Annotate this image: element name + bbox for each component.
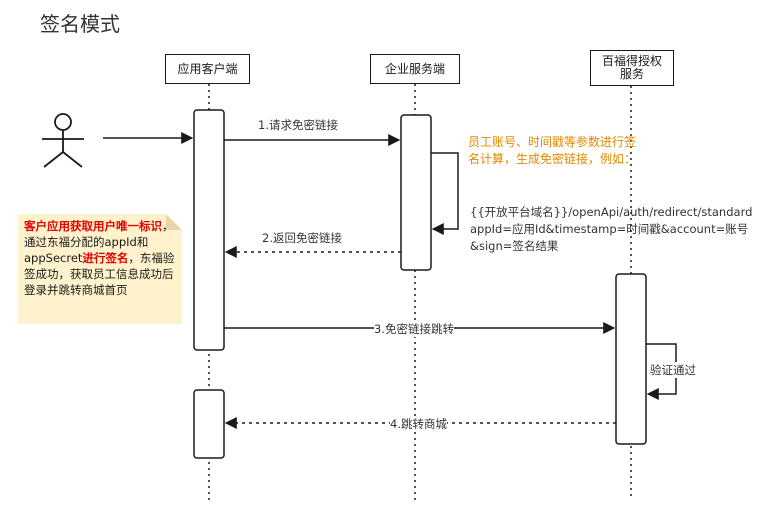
message-3-label: 3.免密链接跳转 xyxy=(374,321,454,337)
user-actor-icon xyxy=(42,113,84,168)
participant-enterprise-label: 企业服务端 xyxy=(384,61,445,76)
url-example-line-2: appId=应用Id&timestamp=时间戳&account=账号 xyxy=(470,222,749,236)
participant-baifu: 百福得授权 服务 xyxy=(590,50,674,86)
url-example-line-3: &sign=签名结果 xyxy=(470,239,559,253)
url-example-line-1: {{开放平台域名}}/openApi/auth/redirect/standar… xyxy=(470,205,753,219)
message-1-label: 1.请求免密链接 xyxy=(258,117,338,133)
participant-baifu-label-1: 百福得授权 xyxy=(601,54,662,68)
signature-calc-note: 员工账号、时间戳等参数进行签名计算，生成免密链接，例如： xyxy=(468,135,637,166)
participant-baifu-label-2: 服务 xyxy=(619,67,644,81)
note-text-2: ，东福验签成功，获取员工信息成功后登录并跳转商城首页 xyxy=(24,251,175,297)
note-highlight-2: 进行签名 xyxy=(82,251,129,265)
baifu-activation xyxy=(615,273,647,445)
client-activation-2 xyxy=(193,389,225,459)
message-2-label: 2.返回免密链接 xyxy=(262,230,342,246)
self-message-enterprise xyxy=(431,152,459,235)
url-example: {{开放平台域名}}/openApi/auth/redirect/standar… xyxy=(470,204,767,255)
enterprise-activation xyxy=(400,114,432,271)
page-title: 签名模式 xyxy=(40,12,120,36)
client-sticky-note: 客户应用获取用户唯一标识，通过东福分配的appId和appSecret进行签名，… xyxy=(18,214,182,324)
self-check-label: 验证通过 xyxy=(650,362,696,378)
participant-enterprise: 企业服务端 xyxy=(370,54,460,84)
note-highlight-1: 客户应用获取用户唯一标识 xyxy=(24,219,162,233)
participant-client-label: 应用客户端 xyxy=(177,61,238,76)
client-activation-1 xyxy=(193,109,225,351)
message-4-label: 4.跳转商城 xyxy=(390,416,447,432)
participant-client: 应用客户端 xyxy=(165,54,250,84)
